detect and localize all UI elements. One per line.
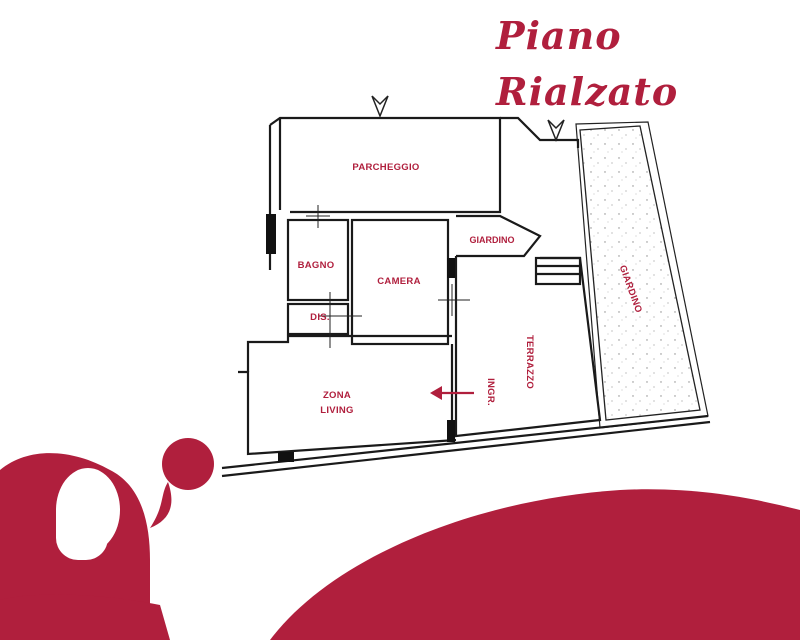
garden-area [579, 125, 701, 421]
room-label-parcheggio: PARCHEGGIO [352, 162, 419, 173]
room-label-living: LIVING [320, 405, 353, 416]
wall-markers [266, 214, 455, 462]
room-label-giardino-small: GIARDINO [470, 235, 515, 245]
brand-logo-icon [0, 438, 214, 640]
room-label-terrazzo: TERRAZZO [524, 335, 535, 389]
room-label-bagno: BAGNO [298, 260, 335, 271]
page-title: Piano Rialzato [496, 13, 679, 114]
room-label-ingresso: INGR. [485, 378, 496, 406]
direction-marker-icon [371, 95, 565, 143]
room-label-camera: CAMERA [377, 276, 421, 287]
entry-arrow-icon [430, 386, 474, 400]
room-label-zona: ZONA [323, 390, 351, 401]
room-label-dis: DIS. [310, 312, 330, 323]
brand-swoosh [270, 489, 800, 640]
door-marks [306, 205, 470, 348]
